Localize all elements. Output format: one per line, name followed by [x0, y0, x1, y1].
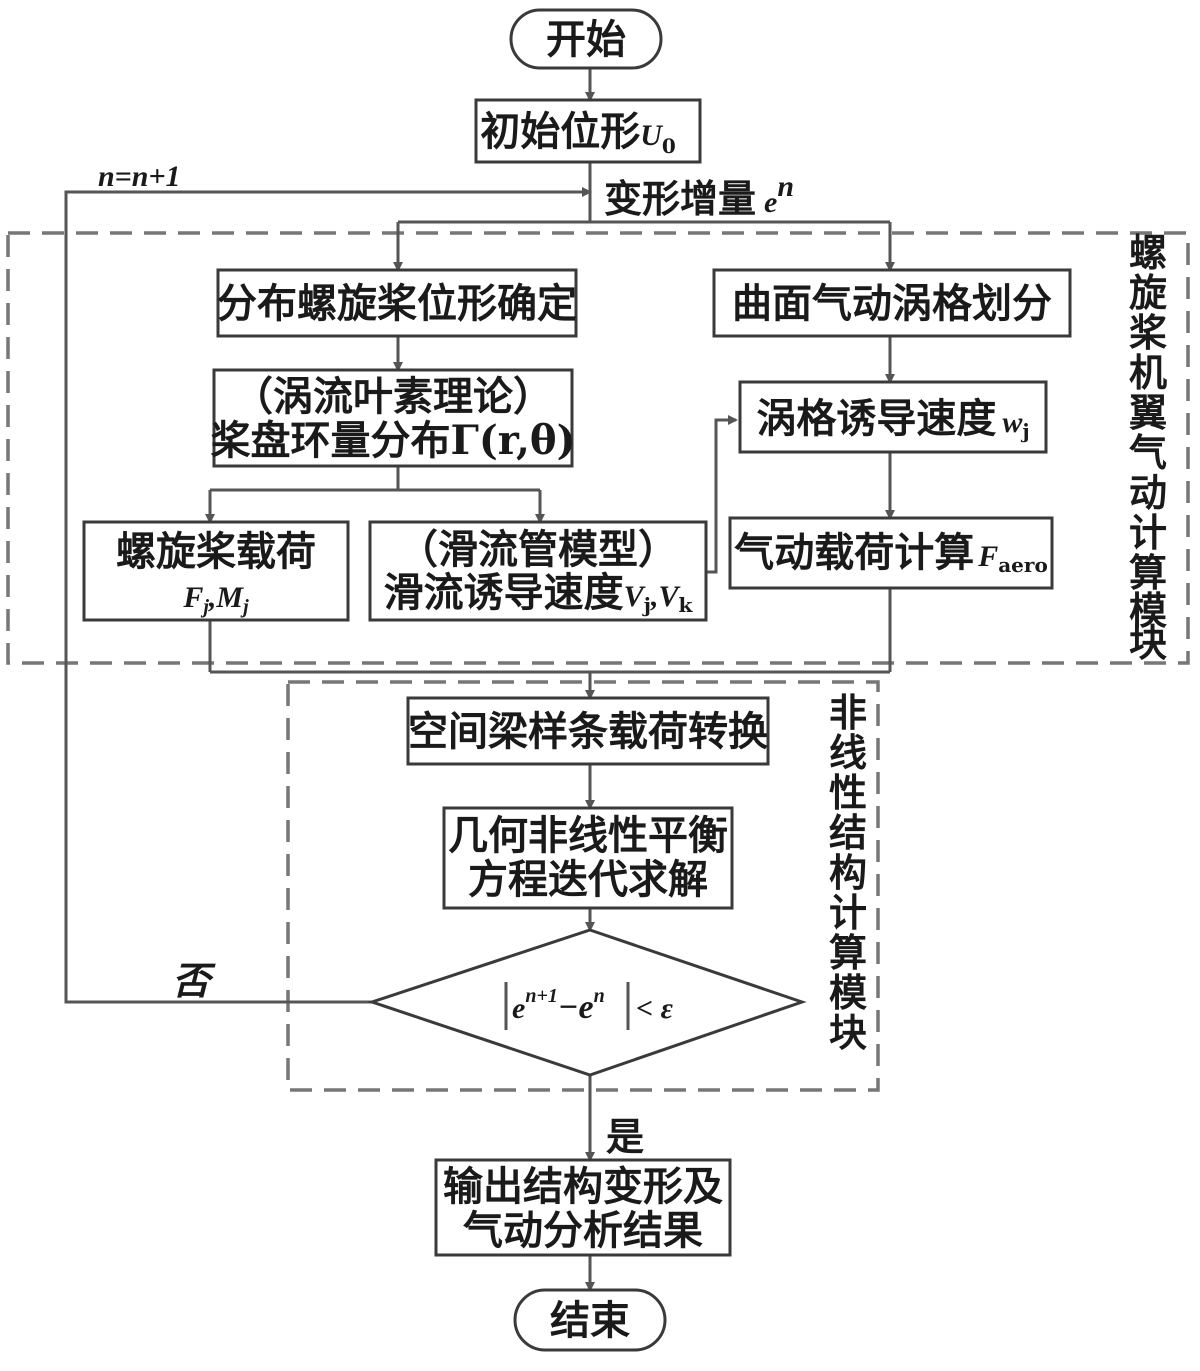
svg-text:块: 块: [829, 1010, 867, 1055]
svg-text:模: 模: [829, 970, 867, 1015]
slipstream-line2: 滑流诱导速度Vj,Vk: [384, 569, 694, 617]
convergence-decision: [367, 928, 807, 1077]
propeller-load-box: [82, 520, 350, 622]
connectors: [64, 68, 895, 1292]
svg-text:模: 模: [1129, 588, 1167, 633]
svg-text:线: 线: [829, 730, 867, 775]
surface-mesh-label: 曲面气动涡格划分: [732, 280, 1052, 327]
vortex-blade-box: [212, 368, 574, 468]
slipstream-box: [368, 520, 708, 622]
svg-text:计: 计: [1129, 510, 1167, 555]
svg-text:构: 构: [829, 850, 867, 895]
nonlinear-solve-box: [442, 806, 734, 910]
svg-text:气: 气: [1129, 430, 1167, 475]
start-label: 开始: [546, 16, 626, 63]
propeller-load-line1: 螺旋桨载荷: [116, 528, 316, 575]
convergence-formula: en+1−en < ε: [504, 982, 674, 1030]
aero-module-label: 螺 旋 桨 机 翼 气 动 计 算 模 块: [1129, 230, 1167, 665]
end-terminal: [513, 1288, 667, 1352]
rotor-position-label: 分布螺旋桨位形确定: [217, 280, 577, 327]
propeller-load-line2: Fj,Mj: [182, 581, 249, 618]
svg-text:算: 算: [1129, 550, 1167, 595]
svg-text:桨: 桨: [1129, 310, 1167, 355]
svg-text:螺: 螺: [1129, 230, 1167, 275]
vortex-blade-line1: （涡流叶素理论）: [233, 373, 553, 420]
start-terminal: [509, 8, 663, 70]
svg-text:算: 算: [829, 930, 867, 975]
svg-text:块: 块: [1129, 620, 1167, 665]
aero-load-box: [728, 516, 1054, 590]
svg-text:计: 计: [829, 890, 867, 935]
yes-label: 是: [606, 1114, 644, 1159]
surface-mesh-box: [712, 268, 1072, 338]
nonlinear-solve-line2: 方程迭代求解: [468, 856, 708, 903]
slipstream-line1: （滑流管模型）: [398, 526, 678, 573]
svg-text:结: 结: [829, 810, 867, 855]
no-label: 否: [172, 958, 216, 1003]
svg-text:旋: 旋: [1129, 270, 1167, 315]
svg-text:< ε: < ε: [636, 992, 674, 1025]
nonlinear-solve-line1: 几何非线性平衡: [448, 812, 728, 859]
vortex-blade-line2: 桨盘环量分布Γ(r,θ): [210, 417, 575, 464]
struct-module-boundary: [286, 680, 880, 1092]
aero-module-boundary: [6, 231, 1190, 665]
struct-module-label: 非 线 性 结 构 计 算 模 块: [829, 690, 867, 1055]
beam-load-transfer-label: 空间梁样条载荷转换: [408, 708, 768, 755]
initial-shape-label: 初始位形U0: [480, 108, 676, 158]
output-line1: 输出结构变形及: [443, 1163, 723, 1210]
svg-text:翼: 翼: [1129, 390, 1167, 435]
induced-velocity-box: [738, 380, 1048, 454]
end-label: 结束: [550, 1297, 630, 1344]
svg-text:机: 机: [1129, 350, 1167, 395]
svg-text:性: 性: [829, 770, 867, 815]
output-box: [434, 1158, 732, 1257]
rotor-position-box: [216, 268, 578, 338]
beam-load-transfer-box: [406, 696, 770, 766]
svg-text:非: 非: [829, 690, 867, 735]
svg-text:en+1−en: en+1−en: [512, 985, 605, 1026]
initial-shape-box: [474, 98, 702, 164]
svg-text:动: 动: [1129, 470, 1167, 515]
output-line2: 气动分析结果: [463, 1207, 703, 1254]
iteration-label: n=n+1: [98, 160, 181, 193]
